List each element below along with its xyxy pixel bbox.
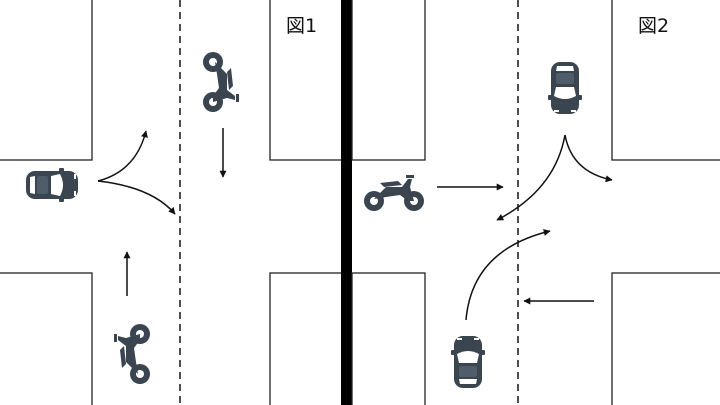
figure-2-panel: 図2 (351, 0, 720, 405)
figure-1-label: 図1 (286, 15, 317, 37)
motorcycle-icon (364, 175, 424, 211)
car-left-turn-arrow (564, 134, 613, 183)
block-bottom-right (611, 272, 720, 405)
figure-1-panel: 図1 (0, 0, 351, 405)
car-right-turn-arrow (465, 229, 551, 321)
block-bottom-right (269, 272, 351, 405)
block-top-left (351, 0, 426, 161)
motorcycle-icon (114, 324, 150, 384)
figure-separator (341, 0, 352, 405)
car-icon (26, 168, 78, 202)
car-right-turn-arrow (496, 134, 566, 221)
car-right-turn-arrow (97, 180, 176, 215)
block-bottom-left (351, 272, 426, 405)
block-top-right (611, 0, 720, 161)
figure-2-label: 図2 (638, 15, 669, 37)
block-bottom-left (0, 272, 93, 405)
motorcycle-icon (203, 52, 239, 112)
car-left-turn-arrow (97, 130, 148, 182)
car-icon (451, 336, 485, 388)
car-icon (548, 62, 582, 114)
block-top-left (0, 0, 93, 161)
